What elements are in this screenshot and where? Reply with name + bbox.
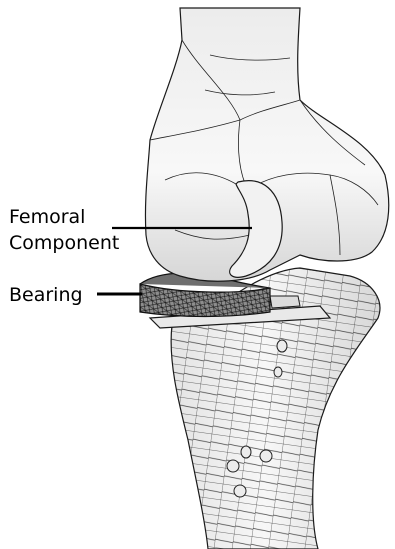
femur [145,8,388,281]
femoral-component-label-line2: Component [9,232,119,254]
femoral-component-label-line1: Femoral [9,206,85,228]
bearing-label: Bearing [9,284,83,306]
